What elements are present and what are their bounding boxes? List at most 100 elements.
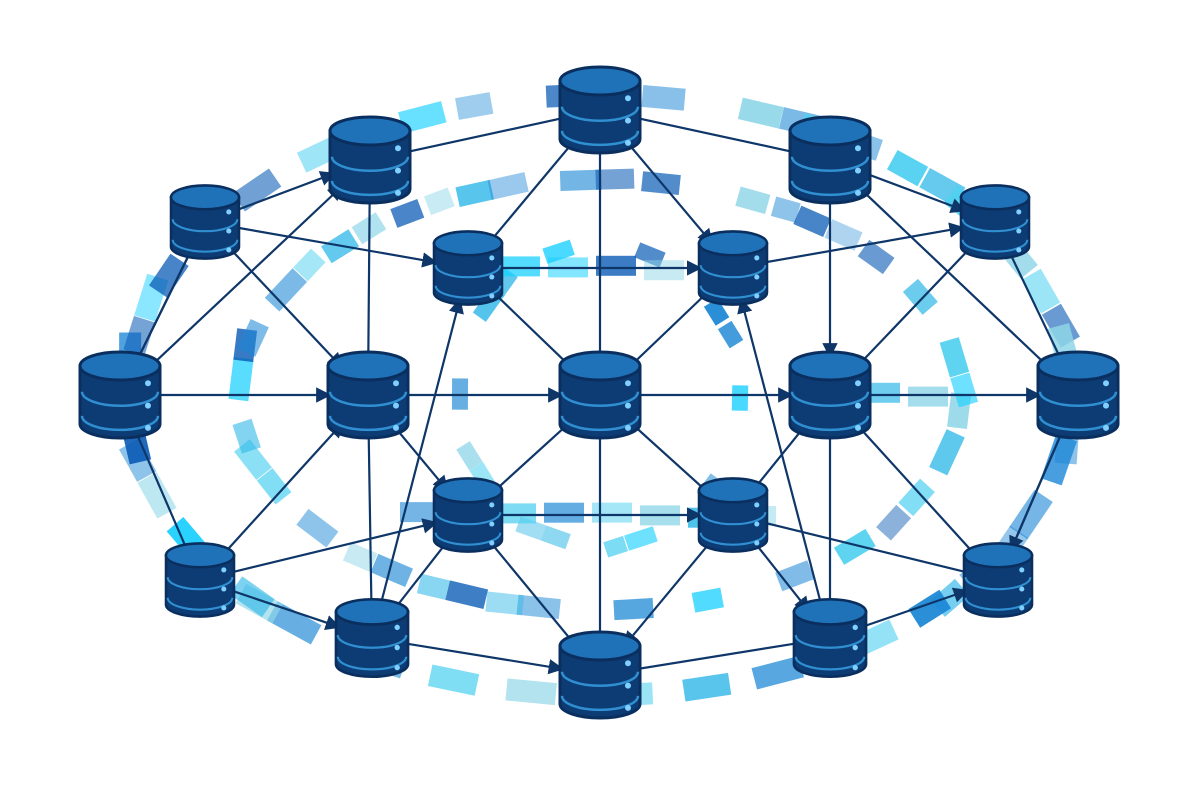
data-packet xyxy=(487,172,529,200)
connection-line xyxy=(485,536,577,647)
database-nodes xyxy=(78,65,1120,720)
connection-line xyxy=(1008,250,1065,365)
data-packet xyxy=(456,441,483,471)
data-packet xyxy=(624,526,658,551)
connection-line xyxy=(231,171,336,213)
connection-line xyxy=(402,117,564,154)
data-packet xyxy=(148,253,189,298)
database-server-icon xyxy=(697,230,769,306)
data-packet xyxy=(267,601,322,645)
data-packet xyxy=(857,239,895,275)
data-packet xyxy=(717,320,744,349)
data-packet xyxy=(237,318,269,357)
connection-line xyxy=(764,521,971,575)
database-server-icon xyxy=(164,542,236,618)
data-packet xyxy=(950,372,979,408)
data-packet xyxy=(123,315,155,356)
database-server-icon xyxy=(558,350,642,440)
connection-line xyxy=(858,587,969,630)
data-packet xyxy=(232,418,261,454)
data-packet xyxy=(770,196,801,223)
data-packet xyxy=(544,502,584,523)
data-packet xyxy=(703,298,730,326)
data-packet xyxy=(370,553,414,587)
connection-line xyxy=(491,417,576,495)
database-server-icon xyxy=(788,350,872,440)
database-server-icon xyxy=(169,184,241,260)
connection-line xyxy=(1009,425,1066,552)
database-server-icon xyxy=(558,630,642,720)
data-packet xyxy=(751,655,804,690)
database-server-icon xyxy=(697,477,769,553)
connection-line xyxy=(633,642,797,671)
data-packet xyxy=(775,560,815,592)
data-packet xyxy=(886,150,929,187)
database-server-icon xyxy=(1036,350,1120,440)
connection-line xyxy=(227,588,342,630)
database-server-icon xyxy=(788,115,872,205)
database-server-icon xyxy=(326,350,410,440)
database-server-icon xyxy=(328,115,412,205)
connection-line xyxy=(623,536,716,647)
connection-line xyxy=(855,242,976,369)
data-packet xyxy=(592,502,632,523)
data-packet xyxy=(902,278,938,315)
data-packet xyxy=(256,468,292,505)
data-packet xyxy=(735,186,771,215)
data-packet xyxy=(876,504,912,541)
connection-line xyxy=(233,225,438,268)
data-packet xyxy=(423,187,455,216)
connection-line xyxy=(487,135,580,244)
data-packet xyxy=(691,587,724,613)
connection-line xyxy=(632,116,794,153)
data-packet xyxy=(737,97,784,129)
data-packet xyxy=(898,478,935,517)
database-server-icon xyxy=(78,350,162,440)
connections xyxy=(132,116,1066,675)
connection-line xyxy=(402,641,565,675)
connection-line xyxy=(621,135,714,245)
connection-line xyxy=(378,297,464,609)
data-packet xyxy=(455,92,494,120)
data-packet xyxy=(342,542,378,572)
data-packet xyxy=(793,205,832,237)
connection-line xyxy=(132,425,189,551)
connection-line xyxy=(750,537,810,613)
data-packet xyxy=(613,598,654,621)
database-server-icon xyxy=(792,597,868,679)
connection-line xyxy=(861,170,967,213)
connection-line xyxy=(144,184,344,373)
data-packet xyxy=(824,219,863,251)
data-packet xyxy=(228,357,254,402)
data-packet xyxy=(505,678,557,706)
connection-line xyxy=(488,287,574,370)
data-packet xyxy=(496,503,536,524)
data-packet xyxy=(296,508,339,548)
data-packet xyxy=(427,664,480,696)
connection-line xyxy=(854,422,980,560)
data-packet xyxy=(455,179,494,207)
data-packet xyxy=(641,84,686,111)
data-packet xyxy=(939,337,970,378)
data-packet xyxy=(416,573,450,600)
data-packet xyxy=(682,672,732,702)
database-server-icon xyxy=(432,477,504,553)
database-server-icon xyxy=(959,184,1031,260)
data-packet xyxy=(398,101,447,134)
connection-line xyxy=(761,222,965,265)
data-packet xyxy=(603,535,628,558)
database-server-icon xyxy=(432,230,504,306)
data-packet xyxy=(833,528,876,565)
connection-line xyxy=(134,250,192,365)
database-server-icon xyxy=(334,597,410,679)
connection-line xyxy=(367,428,373,604)
connection-line xyxy=(626,287,713,370)
data-packet xyxy=(500,256,540,277)
data-packet xyxy=(596,255,636,276)
data-packet xyxy=(541,525,571,550)
connection-line xyxy=(856,185,1055,373)
data-packet xyxy=(445,580,489,609)
connection-line xyxy=(737,297,824,609)
